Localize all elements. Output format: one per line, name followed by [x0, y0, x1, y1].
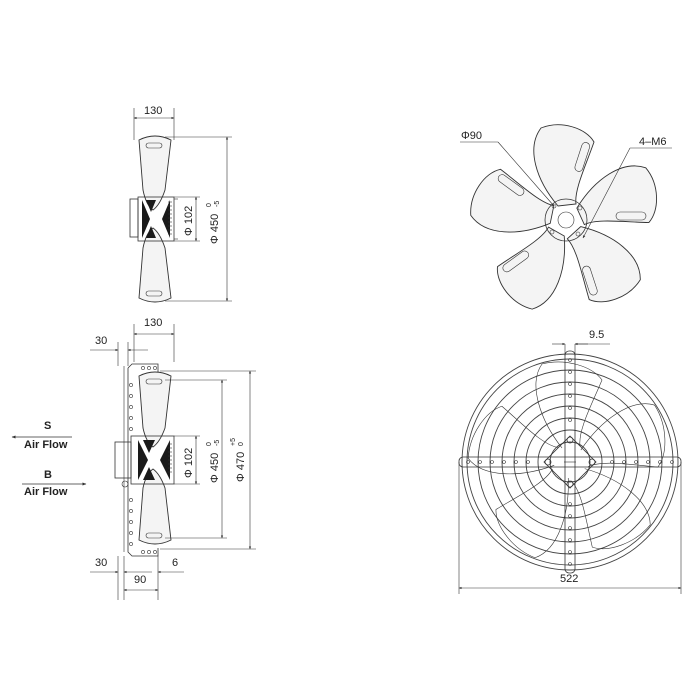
hub-plate: [544, 198, 588, 242]
airflow-b-letter: B: [44, 469, 52, 481]
center-plate: [543, 435, 597, 489]
tol-bottom: -5: [214, 440, 221, 446]
blade-slot: [145, 290, 163, 297]
hub: [137, 196, 175, 242]
airflow-b-text: Air Flow: [24, 486, 68, 498]
blade-dia-label: Φ 450: [209, 453, 221, 483]
tol-bottom: -5: [214, 201, 221, 207]
offset-bottom-label: 30: [95, 557, 107, 569]
width-label: 130: [144, 105, 162, 117]
bracket-label: 90: [134, 574, 146, 586]
top-side-view: 130 Φ 102 Φ 450 0 -5: [129, 105, 232, 303]
bottom-side-view: 130 30: [90, 317, 256, 600]
overall-label: 522: [560, 573, 578, 585]
upper-blade: [138, 371, 172, 448]
motor-back: [114, 441, 132, 479]
width-label: 130: [144, 317, 162, 329]
blade-slot: [145, 142, 163, 149]
airflow-legend: S Air Flow B Air Flow: [11, 420, 87, 498]
slot-label: 9.5: [589, 329, 604, 341]
upper-blade: [138, 135, 172, 211]
airflow-s-text: Air Flow: [24, 439, 68, 451]
airflow-s-letter: S: [44, 420, 51, 432]
tol-top: 0: [206, 442, 213, 446]
thickness-label: 6: [172, 557, 178, 569]
tol-top: 0: [206, 203, 213, 207]
front-impeller-view: Φ90 4–M6: [460, 124, 672, 310]
blade-dia-label: Φ 450: [209, 214, 221, 244]
lower-blade: [138, 227, 172, 303]
hub-dia-label: Φ 102: [183, 448, 195, 478]
hub: [130, 435, 175, 485]
guard-frame: [127, 363, 159, 557]
tol-top: +5: [230, 438, 237, 446]
hub-dia-label: Φ 102: [183, 206, 195, 236]
tol-bottom: 0: [238, 442, 245, 446]
motor-back: [129, 198, 139, 238]
hub-dia-label: Φ90: [461, 130, 482, 142]
guard-dia-label: Φ 470: [235, 452, 247, 482]
bolt-label: 4–M6: [639, 136, 667, 148]
offset-top-label: 30: [95, 335, 107, 347]
guard-front-view: 9.5 522: [458, 329, 682, 594]
shaft-ring: [557, 211, 575, 229]
